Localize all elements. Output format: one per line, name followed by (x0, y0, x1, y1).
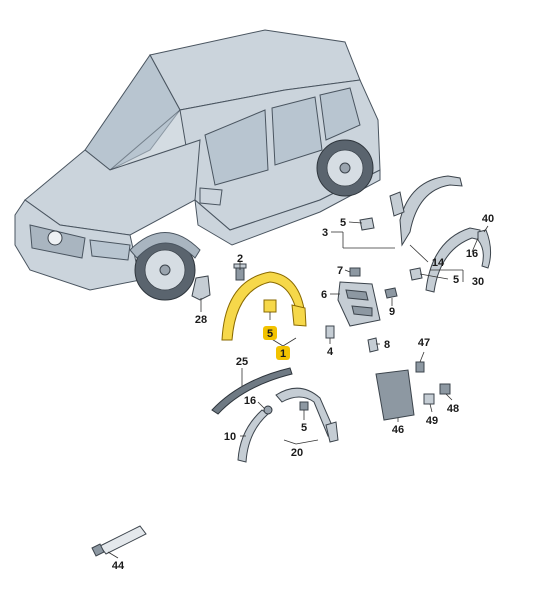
label-part-7[interactable]: 7 (337, 265, 343, 277)
label-part-49[interactable]: 49 (426, 415, 438, 427)
label-part-9[interactable]: 9 (389, 306, 395, 318)
part-44-adhesive-tube (91, 525, 147, 557)
label-part-48[interactable]: 48 (447, 403, 459, 415)
label-part-14[interactable]: 14 (432, 257, 445, 269)
label-part-40[interactable]: 40 (482, 213, 494, 225)
label-part-2[interactable]: 2 (237, 253, 243, 265)
label-part-30[interactable]: 30 (472, 276, 484, 288)
label-part-25[interactable]: 25 (236, 356, 248, 368)
part-1-wheel-arch-trim (221, 271, 307, 341)
label-part-3[interactable]: 3 (322, 227, 328, 239)
label-part-44[interactable]: 44 (112, 560, 125, 572)
highlight-badge-5 (263, 326, 277, 340)
label-part-47[interactable]: 47 (418, 337, 430, 349)
leader-lines (107, 221, 489, 559)
part-number-labels: 5 1 2 28 3 5 14 5 30 16 40 7 6 9 8 4 25 … (112, 213, 494, 572)
part-46-mud-flap (375, 369, 415, 421)
highlight-badge-1 (276, 346, 290, 360)
fasteners-46-group (415, 361, 451, 405)
part-6-mudflap-bracket (337, 281, 381, 327)
part-25-sealing-strip (211, 367, 293, 415)
part-20-front-arch-trim (275, 387, 339, 443)
part-30-rear-lower-trim (409, 227, 481, 293)
label-part-16-top[interactable]: 16 (466, 248, 478, 260)
label-part-5-bottom[interactable]: 5 (301, 422, 307, 434)
fasteners-group (325, 267, 398, 353)
label-part-1-highlight[interactable]: 1 (280, 348, 286, 360)
label-part-5-highlight[interactable]: 5 (267, 328, 273, 340)
label-part-46[interactable]: 46 (392, 424, 404, 436)
label-part-6[interactable]: 6 (321, 289, 327, 301)
label-part-10[interactable]: 10 (224, 431, 236, 443)
label-part-5-right[interactable]: 5 (453, 274, 459, 286)
part-16-clip (263, 405, 273, 415)
label-part-4[interactable]: 4 (327, 346, 334, 358)
part-28-bracket (191, 275, 211, 301)
label-part-16-bottom[interactable]: 16 (244, 395, 256, 407)
car-illustration (14, 29, 381, 301)
label-part-28[interactable]: 28 (195, 314, 207, 326)
part-40-strip (477, 229, 492, 269)
label-part-5-top[interactable]: 5 (340, 217, 346, 229)
label-part-20[interactable]: 20 (291, 447, 303, 459)
label-part-8[interactable]: 8 (384, 339, 390, 351)
part-14-rear-arch-trim (359, 175, 463, 247)
